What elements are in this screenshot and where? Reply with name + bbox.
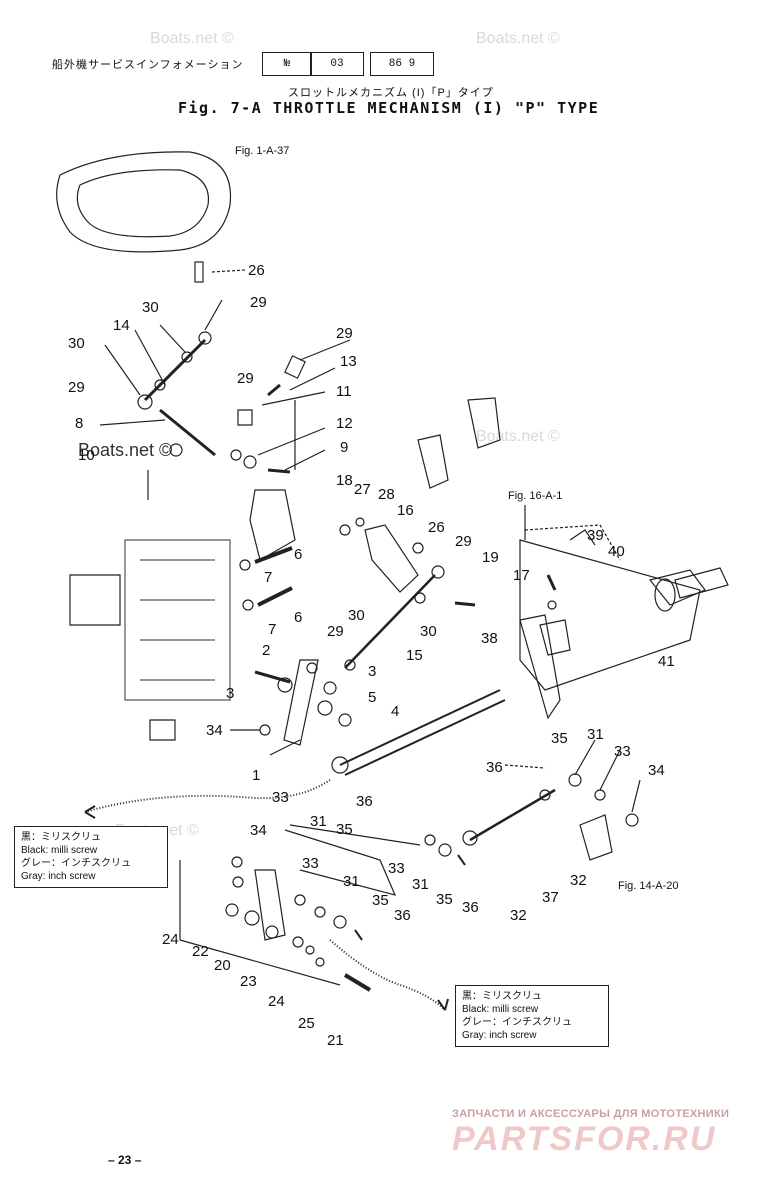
header-jp-label: 船外機サービスインフォメーション xyxy=(52,59,244,71)
callout-34: 34 xyxy=(648,762,665,779)
legend-black: Black: milli screw xyxy=(21,845,98,856)
callout-29: 29 xyxy=(455,533,472,550)
callout-32: 32 xyxy=(510,907,527,924)
callout-6: 6 xyxy=(294,546,302,563)
callout-35: 35 xyxy=(436,891,453,908)
callout-29: 29 xyxy=(68,379,85,396)
screw-legend-left: 黒：ミリスクリュ Black: milli screw グレー：インチスクリュ … xyxy=(14,826,168,888)
callout-19: 19 xyxy=(482,549,499,566)
callout-14: 14 xyxy=(113,317,130,334)
callout-35: 35 xyxy=(372,892,389,909)
callout-35: 35 xyxy=(551,730,568,747)
callout-numbers: 26 30 29 14 30 29 29 13 29 11 8 12 9 10 … xyxy=(68,262,675,1049)
callout-3: 3 xyxy=(368,663,376,680)
fig-reference-1a37: Fig. 1-A-37 xyxy=(235,145,290,157)
callout-20: 20 xyxy=(214,957,231,974)
callout-4: 4 xyxy=(391,703,399,720)
callout-23: 23 xyxy=(240,973,257,990)
callout-8: 8 xyxy=(75,415,83,432)
callout-13: 13 xyxy=(340,353,357,370)
legend-gray: Gray: inch screw xyxy=(462,1030,537,1041)
callout-9: 9 xyxy=(340,439,348,456)
callout-26: 26 xyxy=(248,262,265,279)
callout-28: 28 xyxy=(378,486,395,503)
watermark: Boats.net © xyxy=(476,30,560,47)
callout-17: 17 xyxy=(513,567,530,584)
callout-36: 36 xyxy=(394,907,411,924)
callout-34: 34 xyxy=(250,822,267,839)
drawing-linework xyxy=(56,151,729,1011)
legend-jp-black: 黒：ミリスクリュ xyxy=(21,832,101,843)
callout-32: 32 xyxy=(570,872,587,889)
callout-39: 39 xyxy=(587,527,604,544)
callout-12: 12 xyxy=(336,415,353,432)
title-jp: スロットルメカニズム (I)「P」タイプ xyxy=(288,87,494,99)
callout-36: 36 xyxy=(356,793,373,810)
callout-29: 29 xyxy=(237,370,254,387)
legend-jp-gray: グレー：インチスクリュ xyxy=(21,858,131,869)
callout-34: 34 xyxy=(206,722,223,739)
callout-29: 29 xyxy=(250,294,267,311)
callout-3: 3 xyxy=(226,685,234,702)
page-title: Fig. 7-A THROTTLE MECHANISM (I) "P" TYPE xyxy=(178,99,600,117)
callout-37: 37 xyxy=(542,889,559,906)
callout-31: 31 xyxy=(412,876,429,893)
legend-black: Black: milli screw xyxy=(462,1004,539,1015)
callout-29: 29 xyxy=(327,623,344,640)
legend-jp-gray: グレー：インチスクリュ xyxy=(462,1017,572,1028)
callout-31: 31 xyxy=(310,813,327,830)
callout-6: 6 xyxy=(294,609,302,626)
header-code-box: 03 xyxy=(310,52,364,76)
callout-5: 5 xyxy=(368,689,376,706)
header-no-box: № xyxy=(262,52,312,76)
callout-30: 30 xyxy=(420,623,437,640)
callout-33: 33 xyxy=(302,855,319,872)
callout-33: 33 xyxy=(388,860,405,877)
callout-40: 40 xyxy=(608,543,625,560)
callout-41: 41 xyxy=(658,653,675,670)
callout-38: 38 xyxy=(481,630,498,647)
legend-jp-black: 黒：ミリスクリュ xyxy=(462,991,542,1002)
callout-31: 31 xyxy=(343,873,360,890)
footer-subtitle: ЗАПЧАСТИ И АКСЕССУАРЫ ДЛЯ МОТОТЕХНИКИ xyxy=(452,1108,730,1120)
callout-27: 27 xyxy=(354,481,371,498)
callout-30: 30 xyxy=(142,299,159,316)
callout-7: 7 xyxy=(268,621,276,638)
watermark-strong: Boats.net © xyxy=(78,440,173,460)
callout-18: 18 xyxy=(336,472,353,489)
callout-33: 33 xyxy=(614,743,631,760)
fig-reference-14a20: Fig. 14-A-20 xyxy=(618,880,679,892)
callout-2: 2 xyxy=(262,642,270,659)
callout-25: 25 xyxy=(298,1015,315,1032)
callout-26: 26 xyxy=(428,519,445,536)
callout-36: 36 xyxy=(486,759,503,776)
page-number: – 23 – xyxy=(108,1153,142,1167)
callout-30: 30 xyxy=(68,335,85,352)
callout-36: 36 xyxy=(462,899,479,916)
callout-7: 7 xyxy=(264,569,272,586)
legend-gray: Gray: inch screw xyxy=(21,871,96,882)
header-date-box: 86 9 xyxy=(370,52,434,76)
callout-21: 21 xyxy=(327,1032,344,1049)
watermark: Boats.net © xyxy=(150,30,234,47)
callout-24: 24 xyxy=(268,993,285,1010)
callout-33: 33 xyxy=(272,789,289,806)
callout-35: 35 xyxy=(336,821,353,838)
callout-24: 24 xyxy=(162,931,179,948)
screw-legend-right: 黒：ミリスクリュ Black: milli screw グレー：インチスクリュ … xyxy=(455,985,609,1047)
callout-29: 29 xyxy=(336,325,353,342)
callout-30: 30 xyxy=(348,607,365,624)
fig-reference-16a1: Fig. 16-A-1 xyxy=(508,490,563,502)
footer-logo[interactable]: PARTSFOR.RU xyxy=(452,1120,717,1158)
callout-16: 16 xyxy=(397,502,414,519)
callout-22: 22 xyxy=(192,943,209,960)
callout-10: 10 xyxy=(78,447,95,464)
callout-31: 31 xyxy=(587,726,604,743)
callout-1: 1 xyxy=(252,767,260,784)
callout-11: 11 xyxy=(336,383,352,400)
callout-15: 15 xyxy=(406,647,423,664)
